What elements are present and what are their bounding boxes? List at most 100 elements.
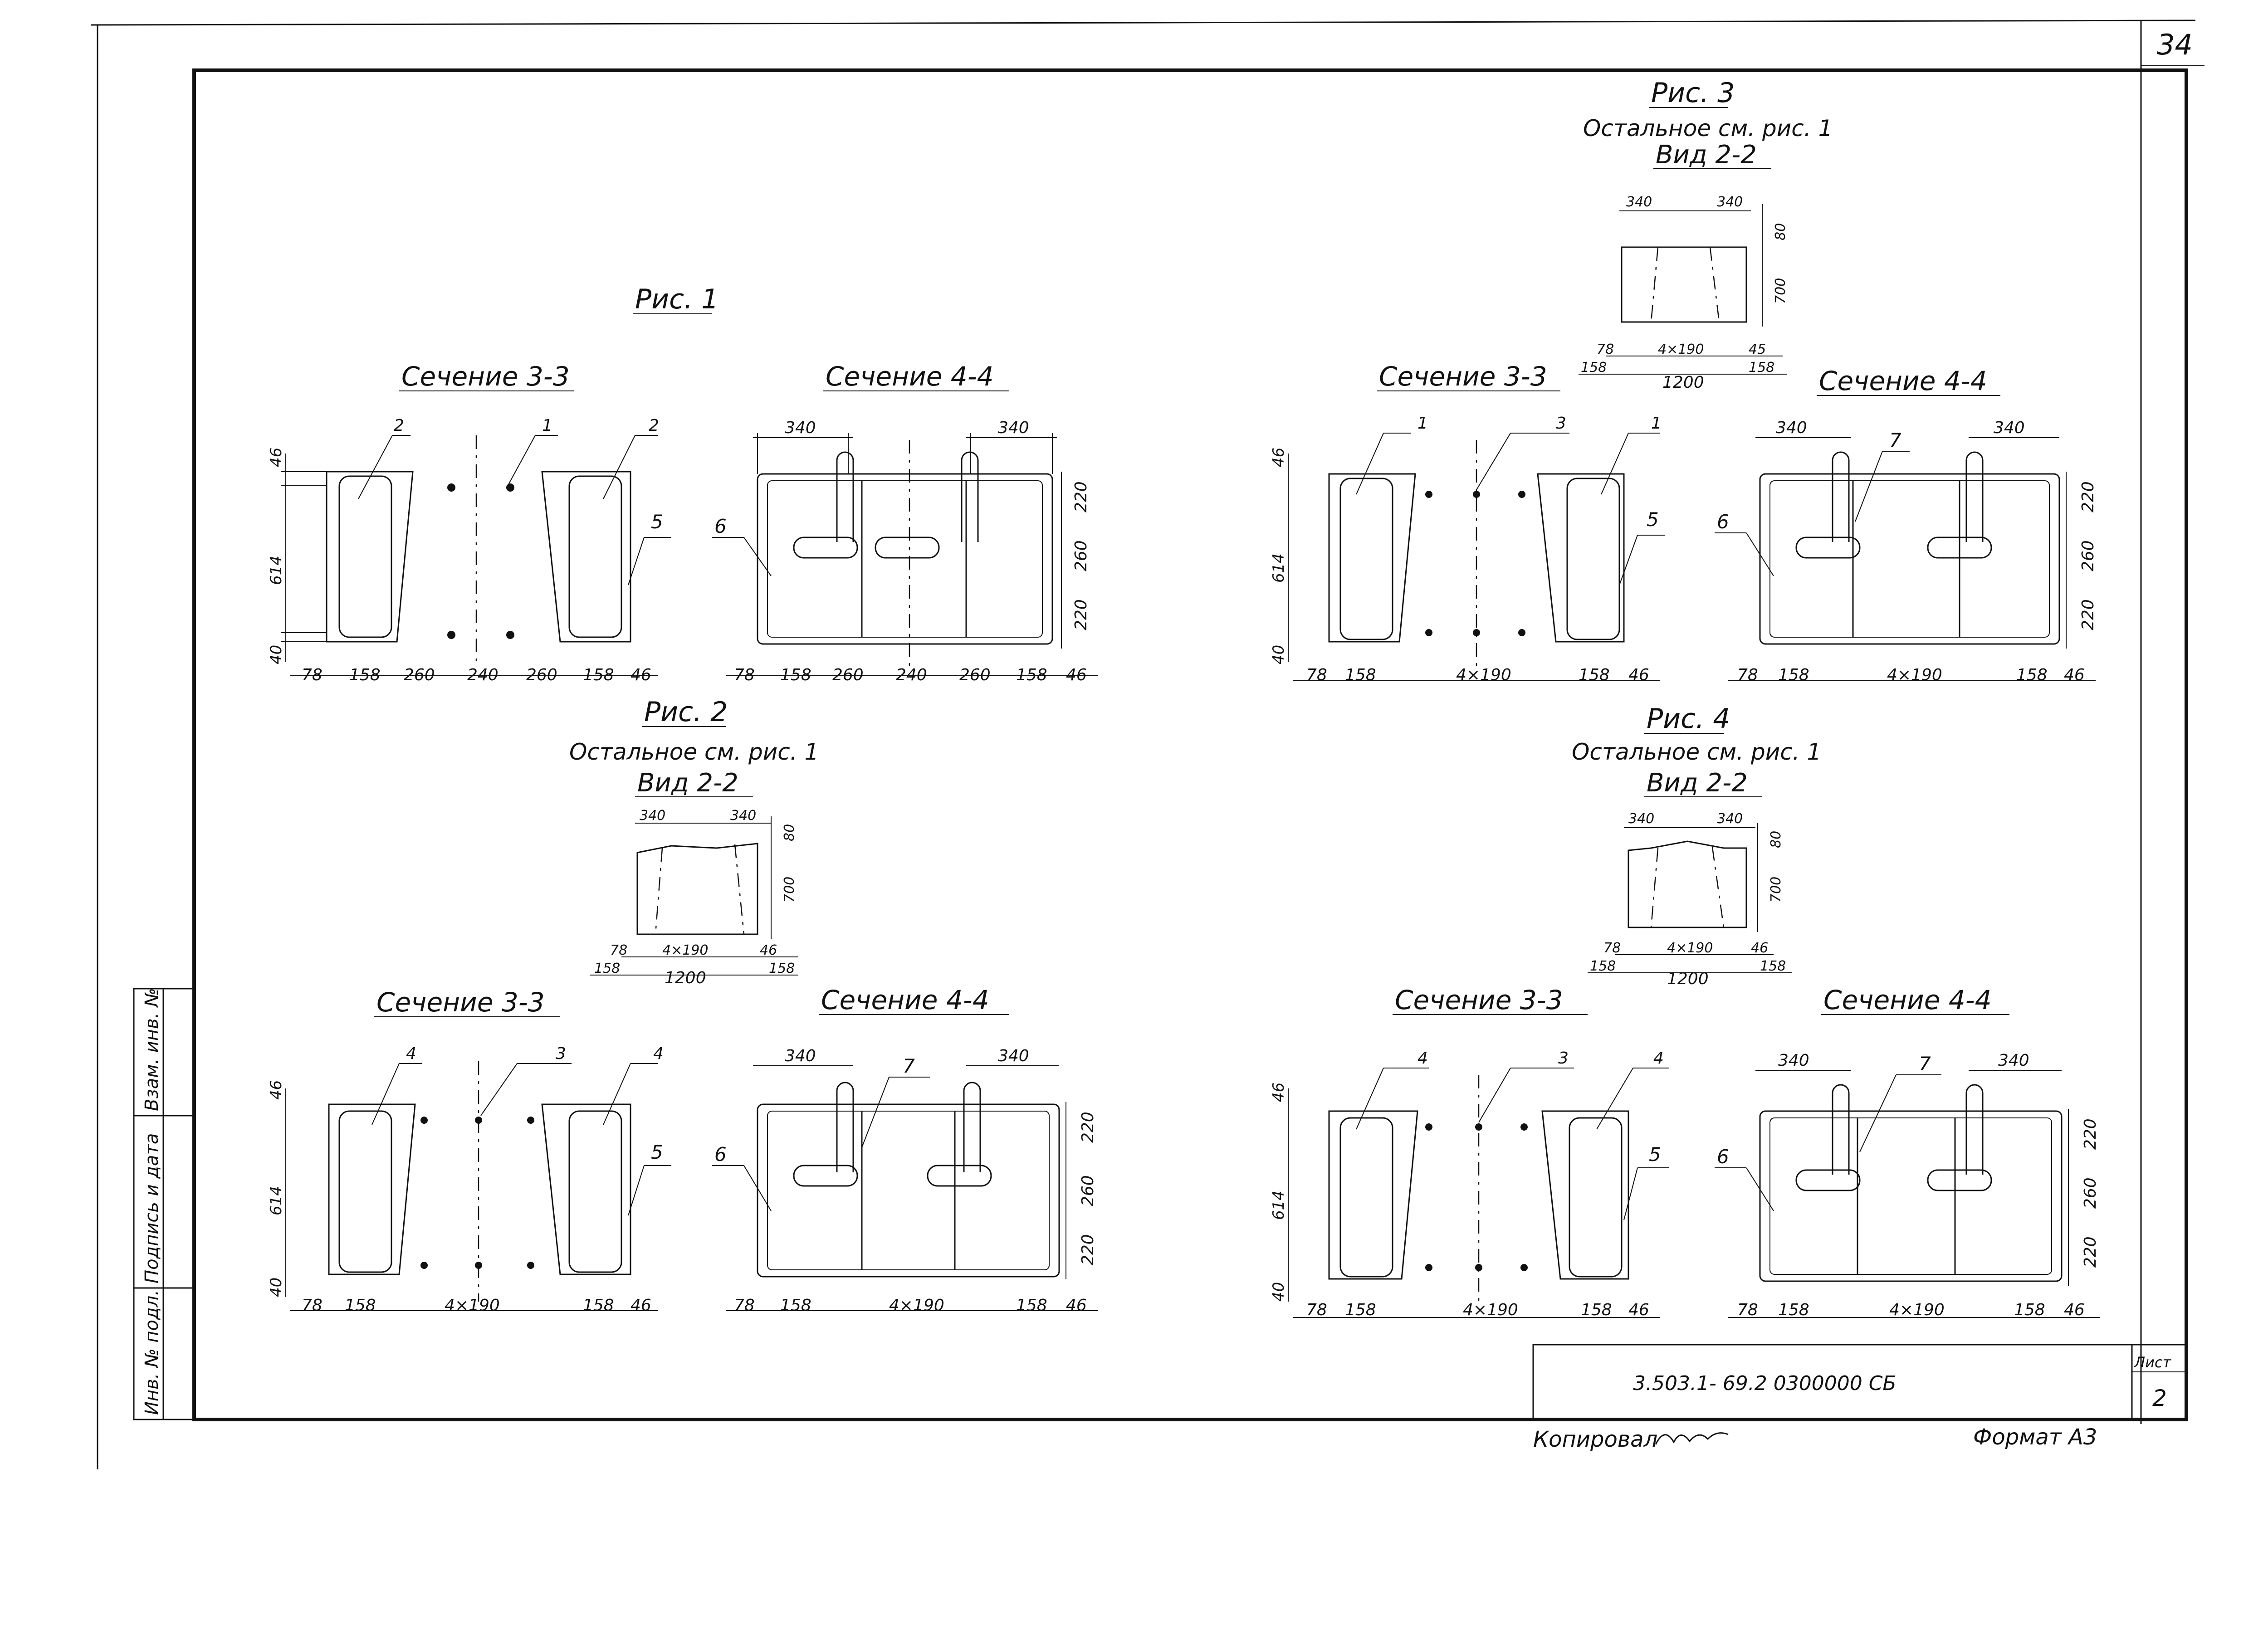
rus4-sec33-h4: 158 — [1581, 1301, 1612, 1319]
rus1-sec33-dim-h4: 240 — [467, 666, 499, 684]
rus4-sec33-callout-right-4: 4 — [1653, 1049, 1664, 1068]
rus4-view-b2-2: 1200 — [1667, 970, 1709, 988]
rus2-sec33-title: Сечение 3-3 — [376, 987, 545, 1018]
rus2-sec44-callout-6: 6 — [714, 1143, 727, 1166]
rus2-sec44-h3: 4×190 — [889, 1296, 944, 1315]
rus2-view-v1: 80 — [782, 824, 797, 841]
rus3-sec33-v1: 46 — [1270, 448, 1288, 467]
rus1-sec44-h7: 46 — [1066, 666, 1087, 684]
rus1-sec44-top-1: 340 — [785, 419, 816, 437]
rus3-sec44-h4: 158 — [2016, 666, 2048, 684]
rus2-view-b1-2: 4×190 — [662, 942, 708, 958]
rus2-sec33-h5: 46 — [631, 1296, 651, 1315]
rus4-note: Остальное см. рис. 1 — [1572, 739, 1821, 765]
rus4-sec33-callout-5: 5 — [1649, 1143, 1661, 1166]
rus2-view-v2: 700 — [782, 877, 797, 902]
rus3-sec33-h3: 4×190 — [1456, 666, 1511, 684]
rus1-sec33-dim-v3: 40 — [267, 645, 285, 664]
rus3-sec44-v3: 220 — [2079, 599, 2097, 630]
rus3-sec33-title: Сечение 3-3 — [1379, 361, 1547, 392]
rus3-view-top-2: 340 — [1717, 194, 1743, 210]
rus2-sec44-h1: 78 — [734, 1296, 755, 1315]
rus1-sec44-v3: 220 — [1072, 599, 1090, 630]
rus2-sec44-h5: 46 — [1066, 1296, 1087, 1315]
rus1-sec33-dim-h6: 158 — [583, 666, 614, 684]
rus3-note: Остальное см. рис. 1 — [1583, 115, 1833, 141]
rus2-sec33-callout-5: 5 — [651, 1141, 663, 1163]
rus4-view-v1: 80 — [1768, 831, 1784, 848]
rus1-sec44-top-2: 340 — [998, 419, 1029, 437]
rus4-view-b1-2: 4×190 — [1667, 940, 1713, 956]
rus3-section-3-3: Сечение 3-3 46 614 40 78 158 4×190 158 4… — [1270, 361, 1665, 684]
rus3-view-v1: 80 — [1773, 223, 1789, 240]
rus1-sec33-dim-h2: 158 — [349, 666, 381, 684]
rus4-sec44-top-1: 340 — [1778, 1051, 1809, 1070]
rus2-view-b2-2: 1200 — [665, 969, 706, 987]
rus2-view-2-2: 340 340 80 700 78 4×190 46 158 1200 158 — [590, 808, 798, 987]
rus3-view-top-1: 340 — [1626, 194, 1652, 210]
rus3-sec44-top-2: 340 — [1994, 419, 2025, 437]
rus3-view-b1-3: 45 — [1749, 341, 1766, 357]
rus4-sec33-h2: 158 — [1345, 1301, 1376, 1319]
rus4-view-v2: 700 — [1768, 877, 1784, 902]
title-stamp: 3.503.1- 69.2 0300000 СБ Лист 2 Копирова… — [1532, 1344, 2187, 1452]
rus2-sec44-v2: 260 — [1079, 1175, 1097, 1206]
rus2-sec33-h4: 158 — [583, 1296, 614, 1315]
rus2-view-b2-3: 158 — [769, 961, 795, 976]
rus3-sec44-v1: 220 — [2079, 481, 2097, 512]
rus2-view-b1-1: 78 — [610, 942, 627, 958]
rus2-view-b2-1: 158 — [594, 961, 620, 976]
rus1-sec44-h6: 158 — [1016, 666, 1047, 684]
rus1-sec44-h5: 260 — [959, 666, 991, 684]
rus1-sec44-h1: 78 — [734, 666, 755, 684]
rus1-sec44-v1: 220 — [1072, 481, 1090, 512]
rus3-sec33-callout-right-1: 1 — [1651, 414, 1662, 433]
rus4-sec44-v3: 220 — [2081, 1236, 2100, 1268]
rus1-sec33-left-beam — [326, 471, 414, 643]
rus1-sec33-dim-h7: 46 — [631, 666, 651, 684]
rus2-view-title: Вид 2-2 — [637, 768, 738, 798]
rus4-title: Рис. 4 — [1647, 703, 1730, 735]
rus3-sec44-v2: 260 — [2079, 540, 2097, 571]
rus3-sec44-callout-6: 6 — [1717, 511, 1729, 533]
rus2-section-3-3: Сечение 3-3 46 614 40 78 158 4×190 158 4… — [267, 987, 671, 1315]
rus3-sec44-h1: 78 — [1737, 666, 1758, 684]
rus4-sec33-v1: 46 — [1270, 1083, 1288, 1102]
rus2-sec33-h3: 4×190 — [445, 1296, 500, 1315]
rus3-sec44-h5: 46 — [2064, 666, 2085, 684]
rus1-sec44-v2: 260 — [1072, 540, 1090, 571]
rus2-title: Рис. 2 — [644, 696, 728, 728]
rus3-sec33-h2: 158 — [1345, 666, 1376, 684]
rus1-sec33-callout-5: 5 — [651, 511, 663, 533]
rus1-sec33-dim-h1: 78 — [302, 666, 323, 684]
rus2-note: Остальное см. рис. 1 — [569, 739, 819, 765]
rus2-view-top-1: 340 — [640, 808, 665, 824]
rus4-sec44-h4: 158 — [2014, 1301, 2045, 1319]
rus1-sec44-outline — [757, 473, 1053, 645]
rus3-sec44-title: Сечение 4-4 — [1819, 366, 1987, 396]
sheet-no: 2 — [2152, 1385, 2167, 1411]
rus1-sec33-title: Сечение 3-3 — [401, 361, 570, 392]
rus2-sec44-v1: 220 — [1079, 1112, 1097, 1143]
rus4-sec44-callout-6: 6 — [1717, 1146, 1729, 1168]
top-trim-line — [90, 20, 2196, 26]
rus3-sec33-h1: 78 — [1306, 666, 1327, 684]
rus3-sec44-callout-7: 7 — [1889, 429, 1901, 451]
rus3-sec44-h2: 158 — [1778, 666, 1809, 684]
rus1-sec33-right-beam — [541, 471, 631, 643]
rus4-sec44-v2: 260 — [2081, 1177, 2100, 1209]
rus2-sec33-callout-left-4: 4 — [406, 1044, 416, 1063]
rus2-view-top-2: 340 — [730, 808, 756, 824]
rus2-sec33-h1: 78 — [302, 1296, 323, 1315]
rus1-sec44-h2: 158 — [780, 666, 811, 684]
rus4-view-b1-3: 46 — [1751, 940, 1768, 956]
rus4-sec44-h2: 158 — [1778, 1301, 1809, 1319]
rus4-view-title: Вид 2-2 — [1647, 768, 1748, 798]
rus4-sec33-title: Сечение 3-3 — [1395, 985, 1563, 1015]
rus3-sec44-top-1: 340 — [1776, 419, 1807, 437]
rus4-sec33-v2: 614 — [1270, 1190, 1288, 1220]
rus1-section-3-3: Сечение 3-3 46 614 40 78 158 260 240 260… — [267, 361, 671, 684]
rus1-sec33-dim-h5: 260 — [526, 666, 557, 684]
rus4-view-top-1: 340 — [1628, 811, 1654, 827]
